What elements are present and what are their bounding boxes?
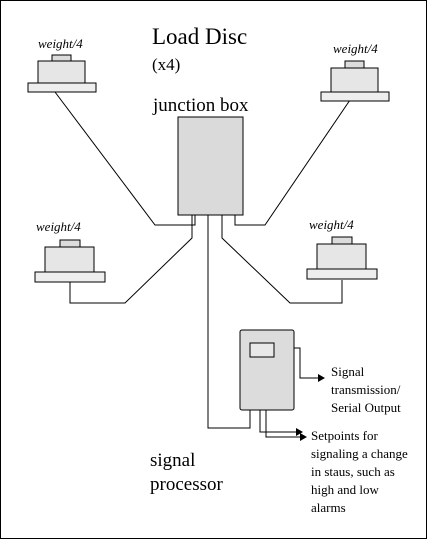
setpoints-label-line4: high and low bbox=[311, 482, 379, 497]
weight-label-top-left: weight/4 bbox=[38, 36, 83, 51]
wire-setpoint-1 bbox=[259, 410, 296, 433]
wire-setpoint-2 bbox=[265, 410, 300, 438]
signal-processor-body bbox=[239, 329, 295, 411]
arrow-setpoint-1-icon bbox=[296, 428, 303, 436]
load-disc-body bbox=[37, 60, 86, 84]
arrow-setpoint-2-icon bbox=[300, 433, 307, 441]
signal-processor-label-line2: processor bbox=[150, 474, 223, 495]
load-disc-knob bbox=[59, 239, 81, 248]
load-disc-body bbox=[330, 67, 379, 93]
load-disc-mid-left bbox=[34, 239, 106, 283]
signal-tx-label-line1: Signal bbox=[331, 364, 365, 379]
load-disc-body bbox=[44, 246, 95, 273]
load-disc-top-right bbox=[320, 60, 390, 102]
load-disc-plate bbox=[27, 82, 97, 93]
load-disc-plate bbox=[34, 271, 106, 283]
connection-wires bbox=[54, 91, 351, 438]
load-disc-plate bbox=[306, 268, 378, 280]
wire-junction-to-processor bbox=[207, 215, 251, 429]
load-disc-count: (x4) bbox=[152, 55, 180, 74]
setpoints-label-line2: signaling a change bbox=[311, 446, 408, 461]
weight-label-top-right: weight/4 bbox=[333, 41, 378, 56]
junction-box-label: junction box bbox=[152, 95, 249, 116]
signal-tx-label-line2: transmission/ bbox=[331, 382, 401, 397]
wire-top-left-to-junction bbox=[54, 91, 196, 226]
load-disc-body bbox=[316, 243, 367, 270]
setpoints-label-line1: Setpoints for bbox=[311, 428, 378, 443]
junction-box bbox=[177, 116, 244, 216]
wire-mid-left-to-junction bbox=[69, 215, 193, 304]
wire-mid-right-to-junction bbox=[221, 215, 343, 304]
setpoints-label-line5: alarms bbox=[311, 500, 346, 515]
weight-label-mid-left: weight/4 bbox=[36, 219, 81, 234]
signal-processor bbox=[239, 329, 295, 411]
load-disc-title: Load Disc bbox=[152, 24, 247, 49]
setpoints-label-line3: in staus, such as bbox=[311, 464, 395, 479]
load-disc-knob bbox=[51, 54, 72, 62]
weight-label-mid-right: weight/4 bbox=[309, 217, 354, 232]
wire-top-right-to-junction bbox=[234, 99, 351, 226]
load-disc-top-left bbox=[27, 54, 97, 93]
signal-tx-label-line3: Serial Output bbox=[331, 400, 401, 415]
load-disc-knob bbox=[331, 236, 353, 245]
signal-processor-label-line1: signal bbox=[150, 450, 195, 471]
load-disc-mid-right bbox=[306, 236, 378, 280]
load-disc-knob bbox=[344, 60, 365, 69]
arrow-serial-output-icon bbox=[318, 374, 325, 382]
load-disc-plate bbox=[320, 91, 390, 102]
signal-processor-display bbox=[249, 342, 275, 358]
